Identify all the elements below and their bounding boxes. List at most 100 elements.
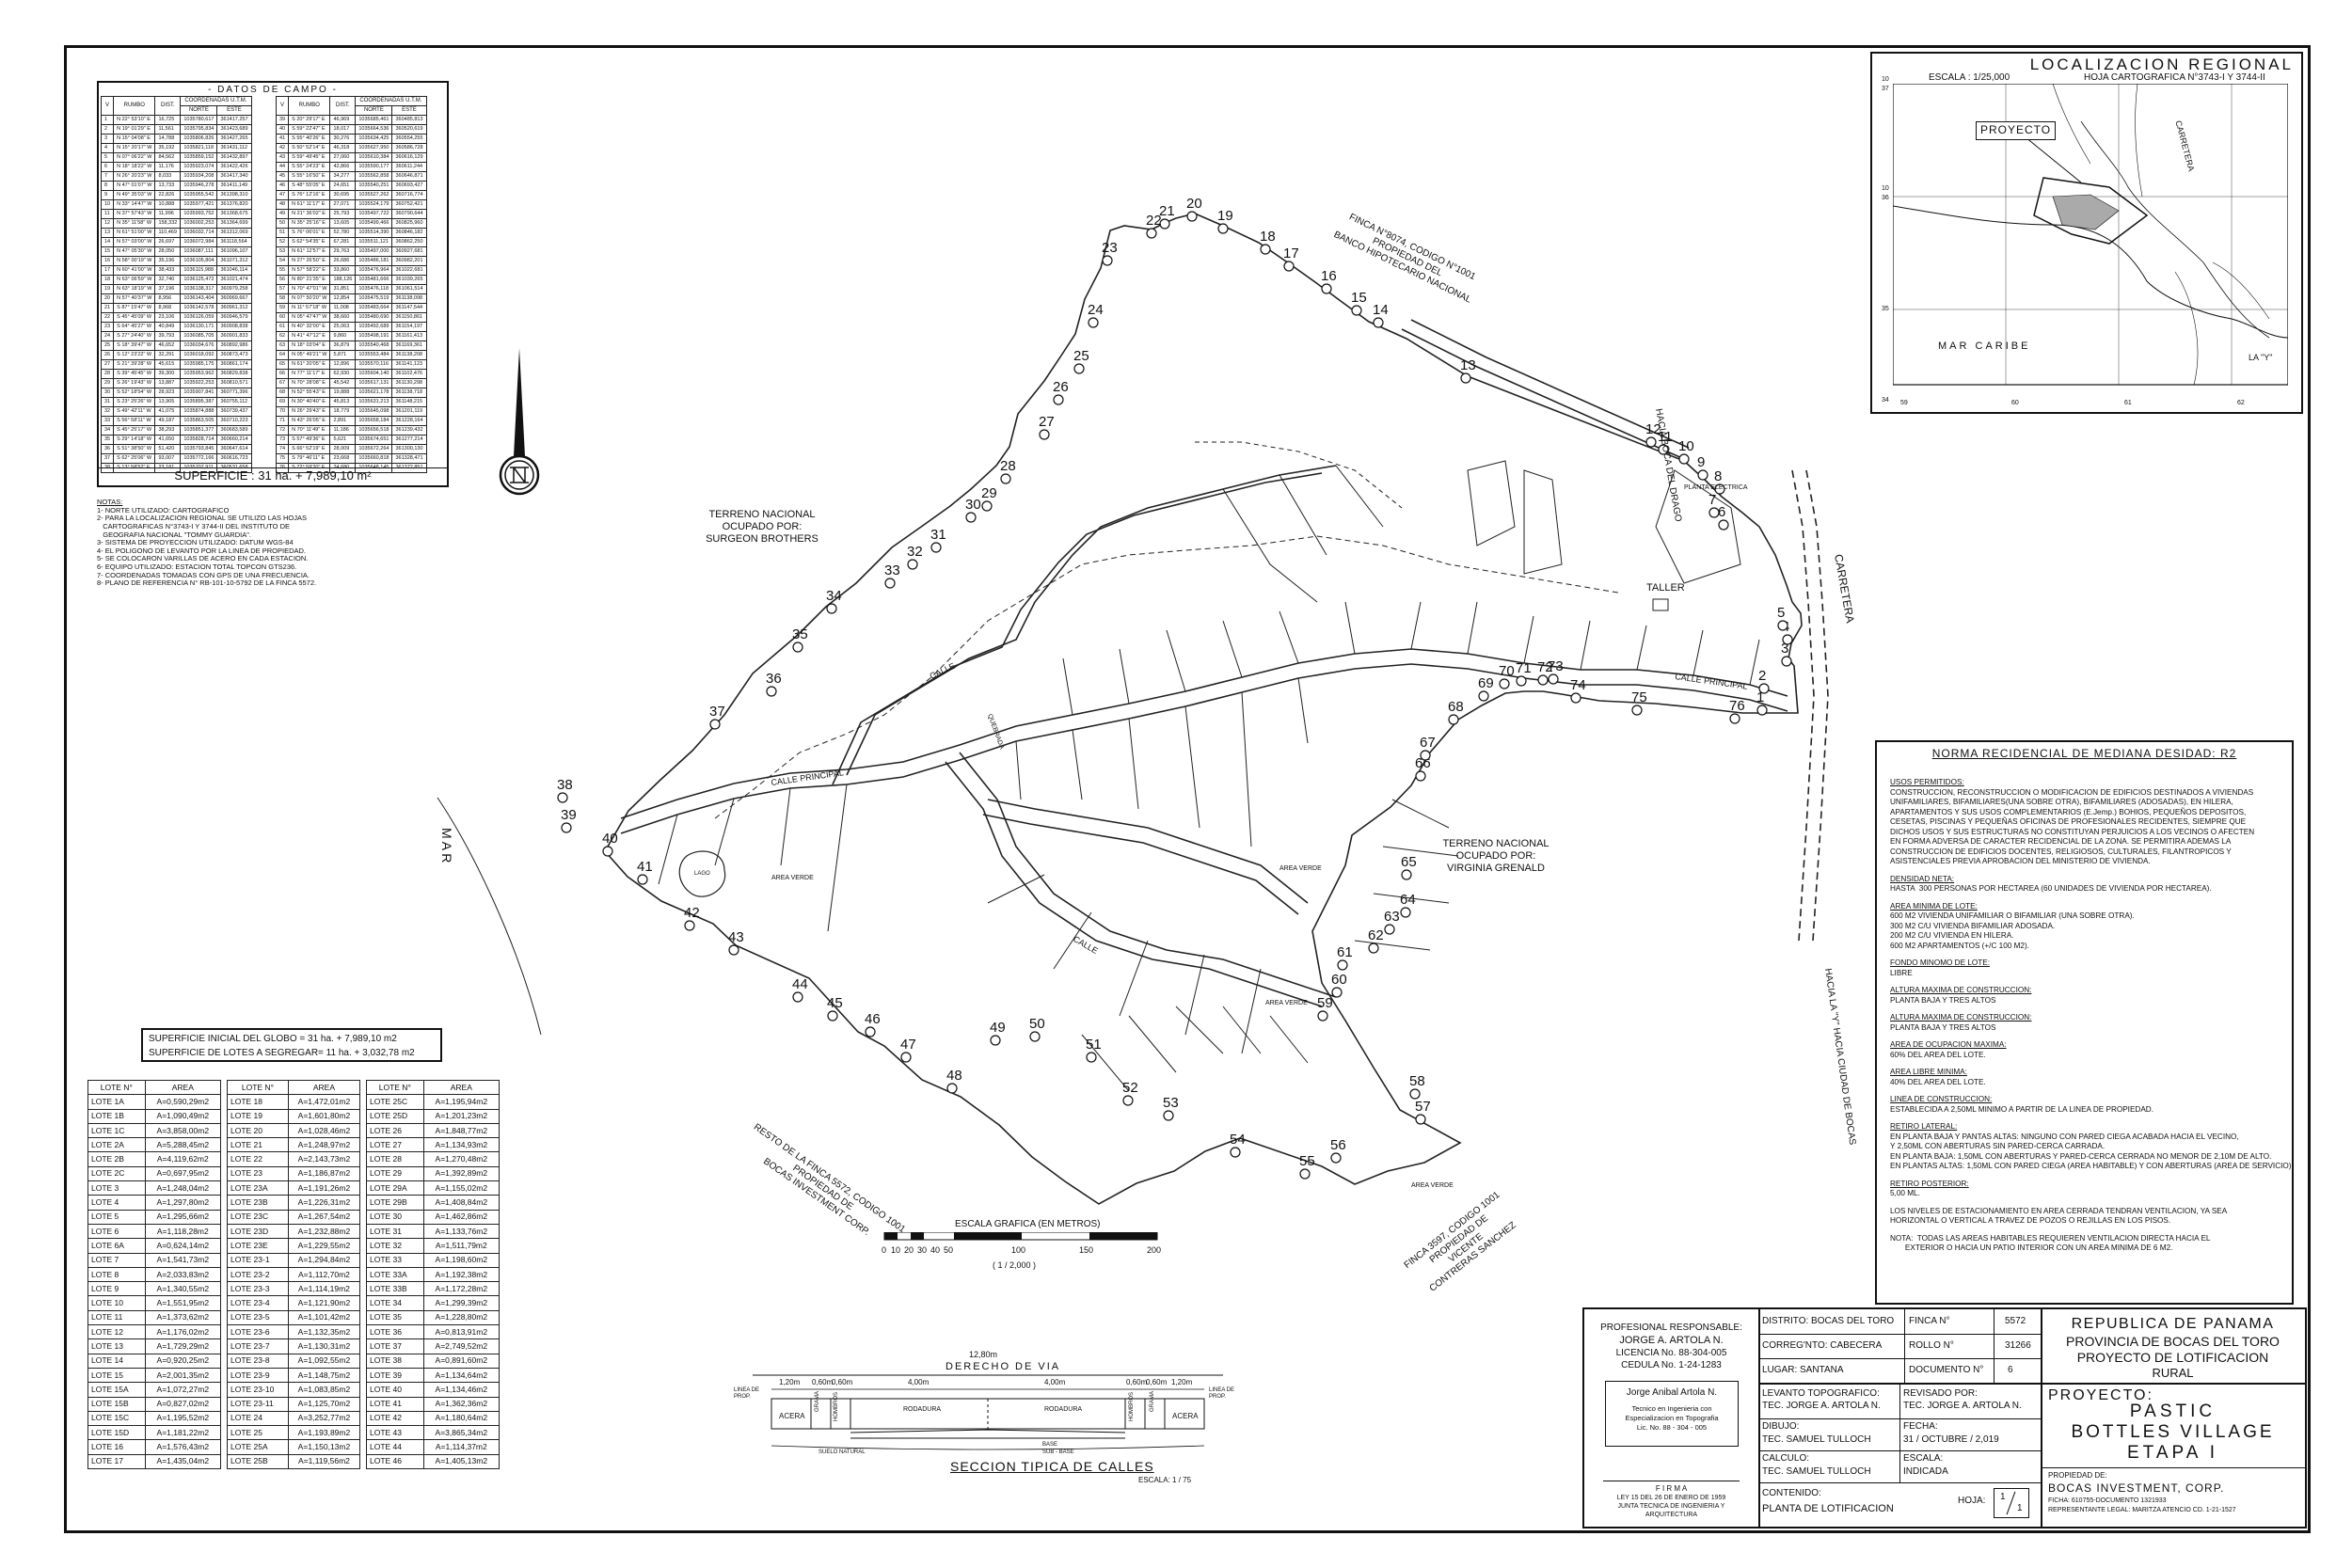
norma-line: EN FORMA ADVERSA DE CARACTER RECIDENCIAL…: [1890, 837, 2232, 846]
hoja-box: 1 1: [1994, 1488, 2029, 1518]
hombros-left: HOMBROS: [834, 1391, 839, 1421]
vertex-42: [684, 920, 695, 931]
vertex-28: [1000, 473, 1011, 484]
dim-1: 1,20m: [779, 1378, 801, 1386]
fecha-value: 31 / OCTUBRE / 2,019: [1903, 1434, 1999, 1445]
grid-left-10: 10: [1882, 185, 1889, 192]
dim-5: 4,00m: [1044, 1378, 1066, 1386]
vertex-label-25: 25: [1073, 348, 1089, 364]
vertex-label-64: 64: [1400, 892, 1416, 908]
vertex-label-10: 10: [1678, 438, 1694, 454]
vertex-label-32: 32: [907, 544, 923, 560]
nota-line: 5- SE COLOCARON VARILLAS DE ACERO EN CAD…: [97, 554, 309, 563]
vertex-36: [766, 686, 777, 697]
vertex-76: [1729, 713, 1740, 724]
vertex-label-36: 36: [766, 671, 782, 687]
grid-bottom-61: 61: [2124, 400, 2132, 406]
vertex-45: [827, 1010, 838, 1022]
norma-heading: USOS PERMITIDOS:: [1890, 778, 1964, 786]
escala-tick-20: 20: [904, 1245, 914, 1255]
vertex-label-76: 76: [1729, 698, 1745, 714]
norma-heading: FONDO MINOMO DE LOTE:: [1890, 958, 1990, 967]
propiedad-ficha: FICHA: 610755-DOCUMENTO 1321933: [2048, 1497, 2167, 1504]
escala-tick-150: 150: [1079, 1245, 1094, 1255]
proyecto-label: PROYECTO:: [2048, 1387, 2153, 1403]
rollo-value: 31266: [2005, 1340, 2031, 1351]
propiedad-label: PROPIEDAD DE:: [2048, 1471, 2107, 1480]
vertex-label-48: 48: [946, 1068, 962, 1084]
carretera-label: CARRETERA: [1832, 553, 1857, 624]
finca-label-3: FINCA 3597, CODIGO 1001PROPIEDAD DEVICEN…: [1403, 1190, 1523, 1298]
hoja-label: HOJA:: [1958, 1496, 1986, 1506]
vertex-label-12: 12: [1645, 421, 1661, 437]
vertex-20: [1186, 211, 1198, 222]
vertex-21: [1159, 218, 1170, 230]
vertex-label-60: 60: [1331, 972, 1347, 988]
north-arrow: [499, 348, 540, 496]
sub-base-label: SUB - BASE: [1042, 1449, 1074, 1455]
norma-line: NOTA: TODAS LAS AREAS HABITABLES REQUIER…: [1890, 1233, 2211, 1243]
dim-3: 0,60m: [832, 1378, 853, 1386]
vertex-label-19: 19: [1217, 208, 1233, 224]
ley-line-1: LEY 15 DEL 26 DE ENERO DE 1959: [1616, 1495, 1726, 1501]
seccion-derecho: DERECHO DE VIA: [946, 1361, 1061, 1372]
norma-line: 5,00 ML.: [1890, 1189, 1920, 1197]
notas-title: NOTAS:: [97, 498, 123, 506]
vertex-label-17: 17: [1283, 245, 1299, 261]
vertex-61: [1337, 959, 1348, 971]
vertex-markers: 1234567891011121314151617181920212223242…: [557, 196, 1793, 1180]
vertex-label-59: 59: [1317, 995, 1333, 1011]
calle-label-1: CALLE: [929, 661, 957, 681]
revisado-label: REVISADO POR:: [1903, 1388, 1978, 1399]
vertex-label-63: 63: [1384, 909, 1400, 925]
vertex-label-5: 5: [1777, 605, 1785, 621]
vertex-label-16: 16: [1321, 268, 1337, 284]
nota-line: 4- EL POLIGONO DE LEVANTO POR LA LINEA D…: [97, 546, 307, 555]
documento-value: 6: [2008, 1365, 2013, 1375]
vertex-label-22: 22: [1146, 213, 1162, 229]
grid-left-34: 34: [1882, 397, 1889, 404]
vertex-label-2: 2: [1758, 668, 1766, 684]
norma-heading: AREA DE OCUPACION MAXIMA:: [1890, 1040, 2007, 1049]
vertex-35: [792, 641, 803, 653]
vertex-label-45: 45: [827, 995, 843, 1011]
nota-line: 1- NORTE UTILIZADO: CARTOGRAFICO: [97, 505, 230, 515]
norma-line: EXTERIOR O HACIA UN PATIO INTERIOR CON U…: [1890, 1243, 2173, 1252]
firma-label: F I R M A: [1655, 1484, 1688, 1493]
nota-line: GEOGRAFIA NACIONAL "TOMMY GUARDIA".: [97, 530, 251, 539]
vertex-label-61: 61: [1337, 944, 1353, 960]
norma-line: Y 2,50ML CON ABERTURAS SIN PARED-CERCA C…: [1890, 1142, 2106, 1150]
vertex-73: [1548, 673, 1559, 685]
vertex-label-21: 21: [1159, 203, 1175, 219]
localizacion-hoja: HOJA CARTOGRAFICA N°3743-I Y 3744-II: [2084, 72, 2265, 83]
area-verde-label-1: AREA VERDE: [771, 875, 814, 881]
vertex-label-68: 68: [1448, 699, 1464, 715]
propiedad-corp: BOCAS INVESTMENT, CORP.: [2048, 1481, 2225, 1495]
vertex-label-11: 11: [1658, 429, 1673, 445]
carretera-road: [1791, 469, 1815, 942]
vertex-26: [1053, 394, 1064, 405]
dim-4: 4,00m: [908, 1378, 930, 1386]
escala-value: INDICADA: [1903, 1466, 1948, 1477]
vertex-69: [1478, 690, 1489, 702]
hoja-total: 1: [2017, 1503, 2023, 1513]
